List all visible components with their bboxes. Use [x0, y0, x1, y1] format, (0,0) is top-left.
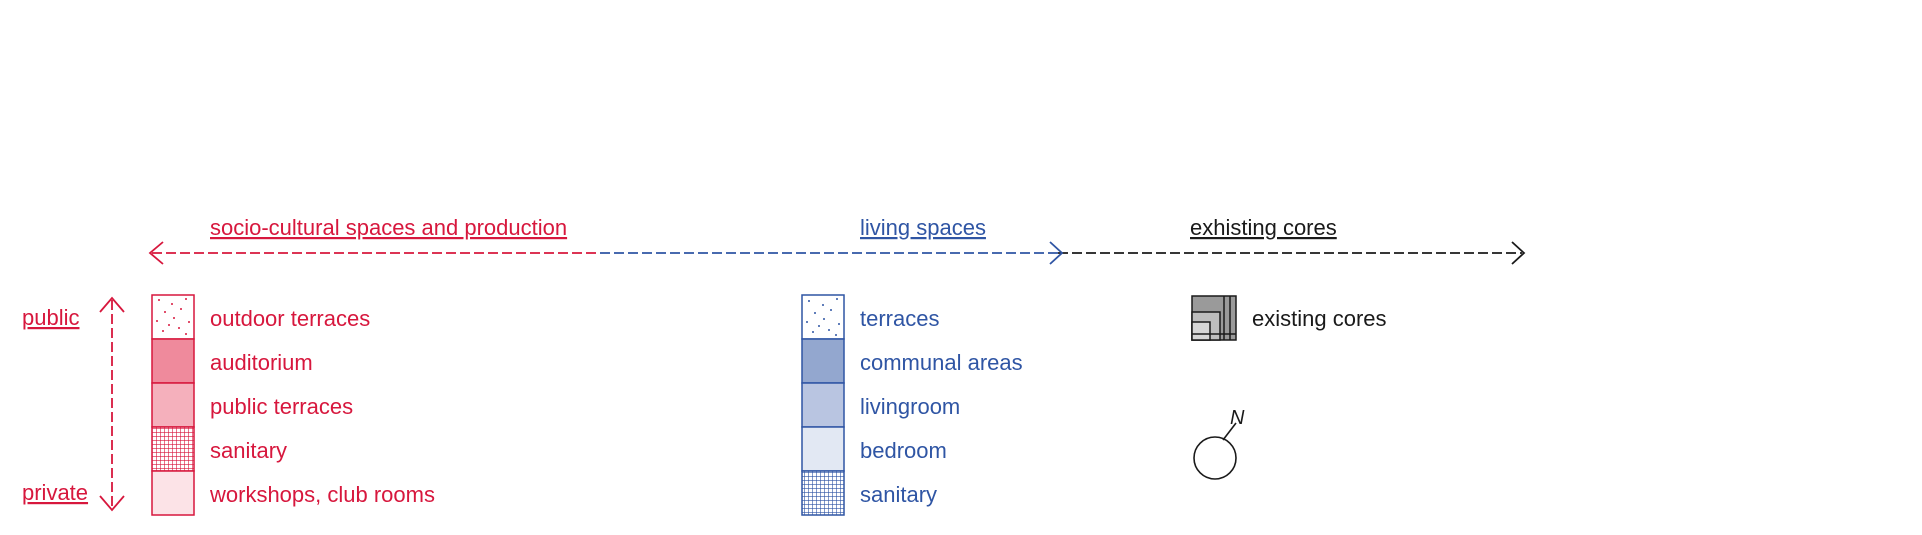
swatch-outdoor-terraces	[151, 294, 195, 340]
swatch-public-terraces	[151, 382, 195, 428]
axis-public-label: public	[22, 305, 79, 330]
arrow-left-icon	[148, 241, 164, 265]
arrow-right-blue-icon	[1049, 241, 1064, 265]
legend-label-workshops: workshops, club rooms	[209, 482, 435, 507]
arrow-down-icon	[99, 495, 125, 512]
header-existing-cores: exhisting cores	[1190, 215, 1337, 240]
legend-living-spaces: terraces communal areas livingroom bedro…	[801, 294, 1023, 516]
legend-label-terraces: terraces	[860, 306, 939, 331]
legend-label-sanitary-red: sanitary	[210, 438, 287, 463]
swatch-sanitary	[151, 426, 195, 472]
dots-pattern-icon	[806, 298, 840, 336]
swatch-communal-areas	[801, 338, 845, 384]
legend-label-existing-cores: existing cores	[1252, 306, 1387, 331]
legend-label-auditorium: auditorium	[210, 350, 313, 375]
legend-label-outdoor-terraces: outdoor terraces	[210, 306, 370, 331]
arrow-right-icon	[1511, 241, 1526, 265]
north-arrow-icon	[1193, 422, 1237, 480]
swatch-auditorium	[151, 338, 195, 384]
axis-private-label: private	[22, 480, 88, 505]
swatch-workshops	[151, 470, 195, 516]
core-stack-icon	[1191, 295, 1237, 341]
header-socio-cultural: socio-cultural spaces and production	[210, 215, 567, 240]
dots-pattern-icon	[156, 298, 190, 335]
legend-label-communal-areas: communal areas	[860, 350, 1023, 375]
legend-label-sanitary-blue: sanitary	[860, 482, 937, 507]
north-label: N	[1230, 407, 1245, 429]
swatch-sanitary-blue	[801, 470, 845, 516]
swatch-terraces	[801, 294, 845, 340]
legend-label-livingroom: livingroom	[860, 394, 960, 419]
legend-socio-cultural: outdoor terraces auditorium public terra…	[151, 294, 435, 516]
vertical-axis	[99, 296, 125, 512]
arrow-up-icon	[99, 296, 125, 313]
horizontal-axis	[148, 241, 1526, 265]
legend-label-bedroom: bedroom	[860, 438, 947, 463]
header-living-spaces: living spaces	[860, 215, 986, 240]
swatch-livingroom	[801, 382, 845, 428]
legend-label-public-terraces: public terraces	[210, 394, 353, 419]
swatch-bedroom	[801, 426, 845, 472]
